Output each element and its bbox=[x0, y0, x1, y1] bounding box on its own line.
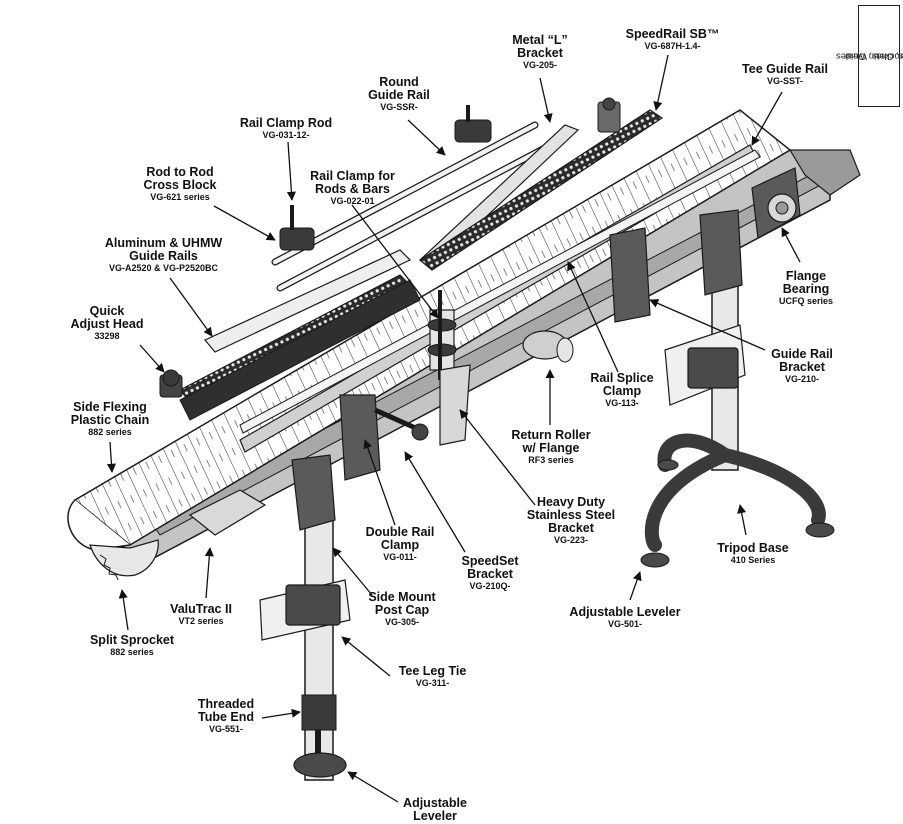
arrow-round-guide-rail bbox=[407, 119, 446, 156]
label-rail-clamp-rods-bars: Rail Clamp for Rods & Bars VG-022-01 bbox=[310, 169, 395, 207]
callout-arrows bbox=[106, 54, 801, 803]
label-round-guide-rail: Round Guide Rail VG-SSR- bbox=[368, 75, 430, 113]
arrow-side-mount-post-cap bbox=[332, 547, 373, 596]
label-speedrail-sb: SpeedRail SB™ VG-687H-1.4- bbox=[625, 27, 720, 52]
arrow-guide-rail-bracket bbox=[649, 299, 766, 351]
round-guide-rails bbox=[271, 121, 564, 292]
valutrac-chain bbox=[188, 489, 267, 536]
label-guide-rail-bracket: Guide Rail Bracket VG-210- bbox=[771, 347, 833, 385]
arrow-adjustable-leveler-bottom bbox=[347, 771, 399, 803]
arrow-split-sprocket bbox=[118, 589, 129, 631]
arrow-threaded-tube-end bbox=[261, 708, 301, 719]
return-roller bbox=[522, 330, 574, 363]
left-leg-assembly bbox=[259, 454, 351, 781]
arrow-tee-leg-tie bbox=[341, 636, 391, 677]
label-metal-l-bracket: Metal “L” Bracket VG-205- bbox=[512, 33, 568, 71]
section-tab: Sprockets, WearStrips, Chain Guides bbox=[835, 5, 903, 107]
arrow-rail-splice-clamp bbox=[567, 261, 619, 373]
label-speedset-bracket: SpeedSet Bracket VG-210Q- bbox=[461, 554, 519, 592]
rail-clamps bbox=[279, 97, 621, 251]
tee-guide-rail bbox=[239, 144, 761, 453]
label-tripod-base: Tripod Base 410 Series bbox=[717, 541, 789, 566]
arrow-flange-bearing bbox=[781, 227, 801, 263]
label-alu-uhmw-rails: Aluminum & UHMW Guide Rails VG-A2520 & V… bbox=[104, 236, 223, 274]
arrow-speedset-bracket bbox=[404, 451, 466, 553]
arrow-double-rail-clamp bbox=[363, 439, 396, 526]
flange-bearing bbox=[751, 167, 801, 239]
arrow-quick-adjust-head bbox=[139, 344, 165, 373]
label-tee-leg-tie: Tee Leg Tie VG-311- bbox=[398, 664, 467, 689]
arrow-tee-guide-rail bbox=[751, 91, 783, 146]
guide-rail-brackets bbox=[339, 227, 651, 481]
arrow-rail-clamp-rod bbox=[286, 141, 296, 201]
label-heavy-duty-bracket: Heavy Duty Stainless Steel Bracket VG-22… bbox=[526, 495, 616, 546]
split-sprocket bbox=[89, 539, 159, 581]
arrow-metal-l-bracket bbox=[539, 77, 553, 123]
label-rail-splice-clamp: Rail Splice Clamp VG-113- bbox=[590, 371, 654, 409]
label-rail-clamp-rod: Rail Clamp Rod VG-031-12- bbox=[239, 116, 333, 141]
label-threaded-tube-end: Threaded Tube End VG-551- bbox=[197, 697, 255, 735]
label-side-mount-post-cap: Side Mount Post Cap VG-305- bbox=[368, 590, 436, 628]
label-tee-guide-rail: Tee Guide Rail VG-SST- bbox=[742, 62, 828, 87]
arrow-rail-clamp-rods-bars bbox=[351, 204, 439, 319]
arrow-side-flexing-chain bbox=[106, 441, 116, 473]
arrow-rod-cross-block bbox=[213, 205, 276, 241]
label-valutrac: ValuTrac II VT2 series bbox=[170, 602, 232, 627]
arrow-valutrac bbox=[204, 547, 214, 599]
arrow-heavy-duty-bracket bbox=[459, 409, 536, 506]
label-rod-cross-block: Rod to Rod Cross Block VG-621 series bbox=[143, 165, 217, 203]
section-tab-text: Sprockets, WearStrips, Chain Guides bbox=[835, 50, 903, 62]
label-adjustable-leveler-bottom: Adjustable Leveler bbox=[403, 796, 467, 823]
label-adjustable-leveler-right: Adjustable Leveler VG-501- bbox=[569, 605, 681, 630]
label-flange-bearing: Flange Bearing UCFQ series bbox=[778, 269, 834, 307]
arrow-tripod-base bbox=[737, 504, 747, 536]
quick-adjust-head bbox=[159, 369, 183, 398]
rail-clamp-for-rods-bars bbox=[427, 290, 457, 380]
label-double-rail-clamp: Double Rail Clamp VG-011- bbox=[365, 525, 435, 563]
label-side-flexing-chain: Side Flexing Plastic Chain 882 series bbox=[70, 400, 150, 438]
right-leg-tripod bbox=[640, 209, 835, 568]
speedrail-sb-rail bbox=[418, 109, 664, 271]
label-return-roller: Return Roller w/ Flange RF3 series bbox=[511, 428, 591, 466]
arrow-alu-uhmw-rails bbox=[169, 277, 213, 337]
aluminum-uhmw-guide-rails bbox=[179, 249, 421, 421]
arrow-speedrail-sb bbox=[653, 54, 669, 111]
label-split-sprocket: Split Sprocket 882 series bbox=[89, 633, 175, 658]
label-quick-adjust-head: Quick Adjust Head 33298 bbox=[70, 304, 144, 342]
arrow-adjustable-leveler-right bbox=[629, 571, 642, 601]
